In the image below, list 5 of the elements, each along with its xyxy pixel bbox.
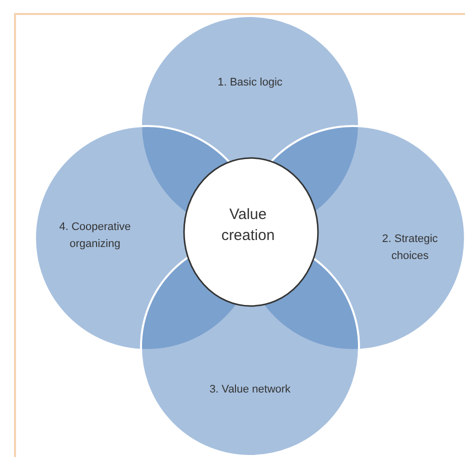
node-label: 1. Basic logic — [216, 76, 284, 90]
node-label: 2. Strategic choices — [381, 232, 439, 264]
node-label: 4. Cooperative organizing — [59, 220, 131, 252]
node-label: Value creation — [220, 205, 276, 246]
node-label: 3. Value network — [208, 382, 292, 398]
